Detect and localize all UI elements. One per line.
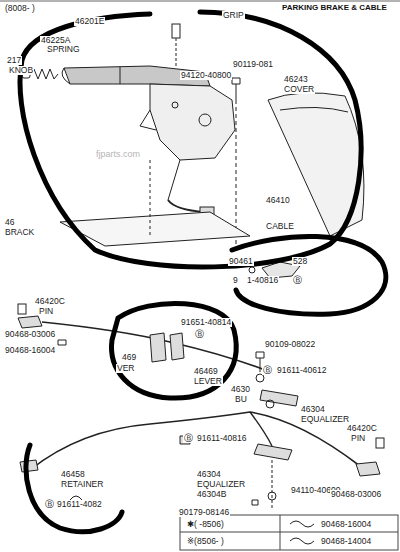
callout-number: PIN [38, 307, 54, 316]
callout-number: CABLE [265, 222, 295, 231]
callout-number: RETAINER [60, 480, 104, 489]
callout-number: 91651-40814 [180, 318, 232, 327]
callout-number: 90468-16004 [320, 520, 372, 529]
callout-number: 90468-03006 [4, 330, 56, 339]
callout-number: 90461 [228, 257, 254, 266]
callout-number: 91611-40816 [196, 434, 247, 443]
callout-number: BRACK [4, 228, 35, 237]
callout-number: 528 [292, 257, 308, 266]
callout-number: LEVER [193, 377, 223, 386]
callout-number: Ⓑ [183, 434, 194, 443]
callout-number: 217 [6, 56, 22, 65]
callout-number: Ⓑ [292, 276, 303, 285]
callout-number: Ⓑ [194, 330, 205, 339]
callout-number: BU [234, 395, 248, 404]
callout-number: 91611-4082 [56, 500, 103, 509]
callout-number: 46304B [196, 490, 227, 499]
callout-number: Ⓑ [44, 500, 55, 509]
callout-number: 46 [4, 218, 15, 227]
callout-number: SPRING [46, 45, 81, 54]
callout-number: 90109-08022 [264, 340, 316, 349]
callout-number: 46225A [40, 36, 71, 45]
callout-number: ✱( -8506) [186, 520, 225, 529]
callout-number: EQUALIZER [196, 480, 246, 489]
callout-number: 46420C [34, 297, 66, 306]
callout-number: ※(8506- ) [186, 537, 225, 546]
callout-number: 90468-03006 [330, 490, 382, 499]
callout-number: 90179-08146 [178, 508, 230, 517]
callout-number: 1-40816 [246, 276, 279, 285]
callout-number: 90468-14004 [320, 537, 372, 546]
callout-number: 469 [121, 353, 137, 362]
callout-number: 46243 [283, 75, 309, 84]
callout-number: 90468-16004 [4, 346, 56, 355]
callout-number: 46458 [60, 470, 86, 479]
callout-number: 46304 [196, 470, 222, 479]
callout-number: 46201E [74, 17, 105, 26]
callout-number: 94120-40800 [180, 71, 232, 80]
callout-number: 9 [232, 276, 239, 285]
callout-number: 46420C [346, 424, 378, 433]
callout-number: 4630 [230, 385, 251, 394]
callout-number: Ⓑ [262, 366, 273, 375]
callout-number: VER [116, 364, 135, 373]
callout-number: COVER [283, 85, 315, 94]
callout-number: PIN [350, 434, 366, 443]
callout-number: 46304 [300, 405, 326, 414]
diagram-title: PARKING BRAKE & CABLE [282, 4, 387, 12]
callout-number: 46410 [265, 196, 291, 205]
watermark: fjparts.com [95, 150, 141, 159]
callout-number: KNOB [8, 66, 34, 75]
callout-number: 91611-40612 [276, 366, 327, 375]
callout-number: GRIP [222, 11, 245, 20]
callout-number: (8008- ) [4, 4, 36, 13]
callout-number: 46469 [193, 367, 219, 376]
callout-number: EQUALIZER [300, 415, 350, 424]
callout-number: 90119-081 [232, 60, 274, 69]
